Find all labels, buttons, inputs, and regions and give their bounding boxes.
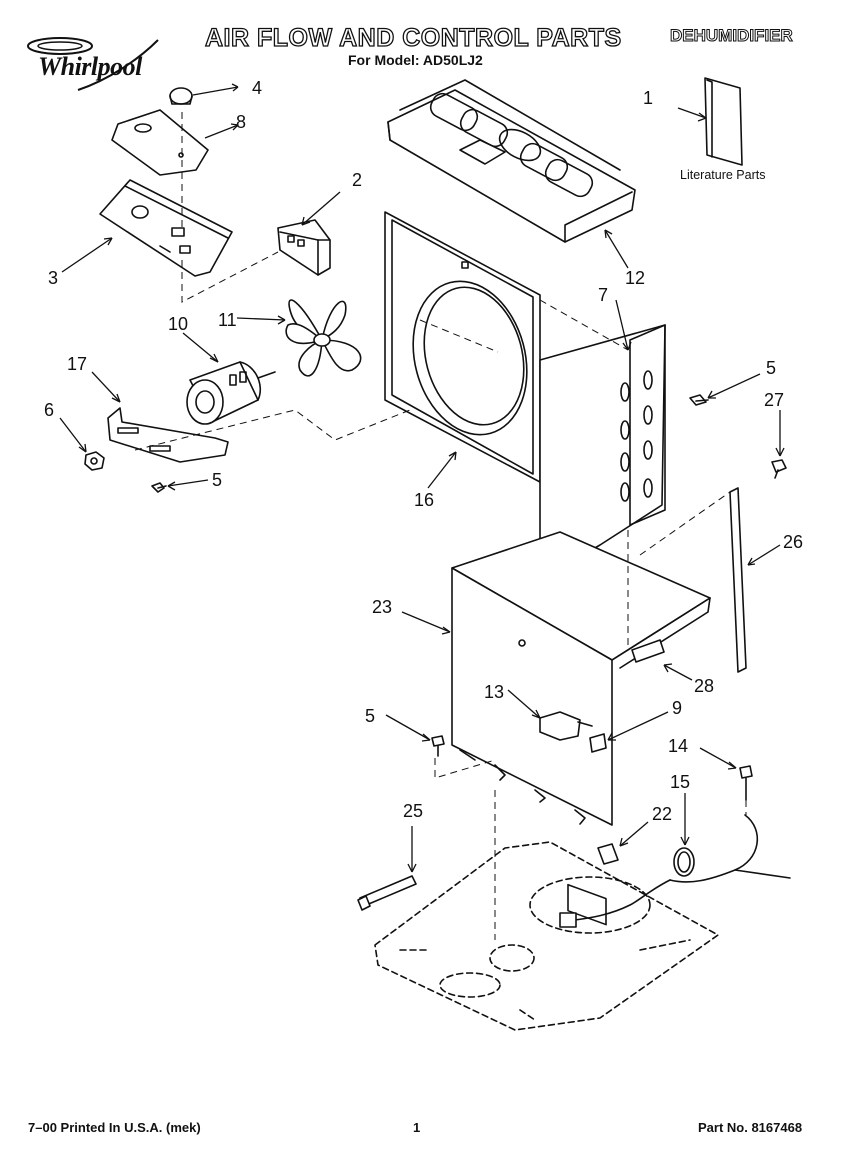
side-bracket (729, 487, 747, 673)
callout-10: 10 (168, 314, 189, 334)
power-cord (559, 814, 791, 928)
screw-5c (431, 735, 445, 757)
float-switch (539, 711, 593, 741)
motor-bracket (107, 407, 229, 463)
callout-14: 14 (668, 736, 689, 756)
callout-12: 12 (625, 268, 646, 288)
page-number: 1 (413, 1120, 421, 1135)
callout-9: 9 (672, 698, 683, 718)
screw-5a (151, 482, 167, 493)
callout-22: 22 (652, 804, 673, 824)
callout-3: 3 (48, 268, 59, 288)
callout-1: 1 (643, 88, 654, 108)
whirlpool-logo: Whirlpool (18, 30, 178, 100)
product-type: DEHUMIDIFIER (670, 26, 794, 46)
evaporator-plate (539, 324, 666, 581)
callout-28: 28 (694, 676, 715, 696)
callout-27: 27 (764, 390, 785, 410)
callout-13: 13 (484, 682, 505, 702)
callout-11: 11 (218, 310, 237, 330)
callout-23: 23 (372, 597, 393, 617)
cabinet-box (451, 531, 711, 926)
ground-screw (739, 765, 753, 801)
control-knob (169, 87, 193, 105)
screw-27 (771, 459, 787, 479)
literature-parts-label: Literature Parts (680, 168, 766, 182)
base-pan (374, 841, 719, 1031)
brand-name: Whirlpool (38, 52, 142, 81)
callout-8: 8 (236, 112, 247, 132)
strain-relief (597, 843, 619, 865)
control-housing (99, 179, 233, 277)
callout-6: 6 (44, 400, 55, 420)
callout-5-top: 5 (766, 358, 777, 378)
callout-25: 25 (403, 801, 424, 821)
callout-15: 15 (670, 772, 691, 792)
fan-blade (285, 299, 362, 377)
fan-motor (186, 361, 276, 425)
page-title: AIR FLOW AND CONTROL PARTS (204, 23, 622, 52)
callout-26: 26 (783, 532, 804, 552)
front-frame (384, 211, 541, 483)
drain-tube (357, 875, 417, 911)
screw-5b (689, 394, 709, 406)
footer-print-info: 7–00 Printed In U.S.A. (mek) (28, 1120, 201, 1135)
callout-7: 7 (598, 285, 609, 305)
callout-5-low: 5 (365, 706, 376, 726)
small-bracket (631, 639, 665, 663)
logo-swoosh-icon (27, 37, 159, 91)
callout-17: 17 (67, 354, 88, 374)
model-subtitle: For Model: AD50LJ2 (348, 52, 483, 68)
switch-clip (589, 733, 607, 753)
hex-nut (84, 451, 105, 471)
part-number: Part No. 8167468 (698, 1120, 803, 1135)
top-grille (387, 79, 636, 243)
literature-booklet (704, 77, 743, 166)
callout-5-mid: 5 (212, 470, 223, 490)
control-switch (277, 219, 331, 276)
callout-16: 16 (414, 490, 435, 510)
callout-2: 2 (352, 170, 363, 190)
control-cover (111, 109, 209, 176)
callout-4: 4 (252, 78, 263, 98)
